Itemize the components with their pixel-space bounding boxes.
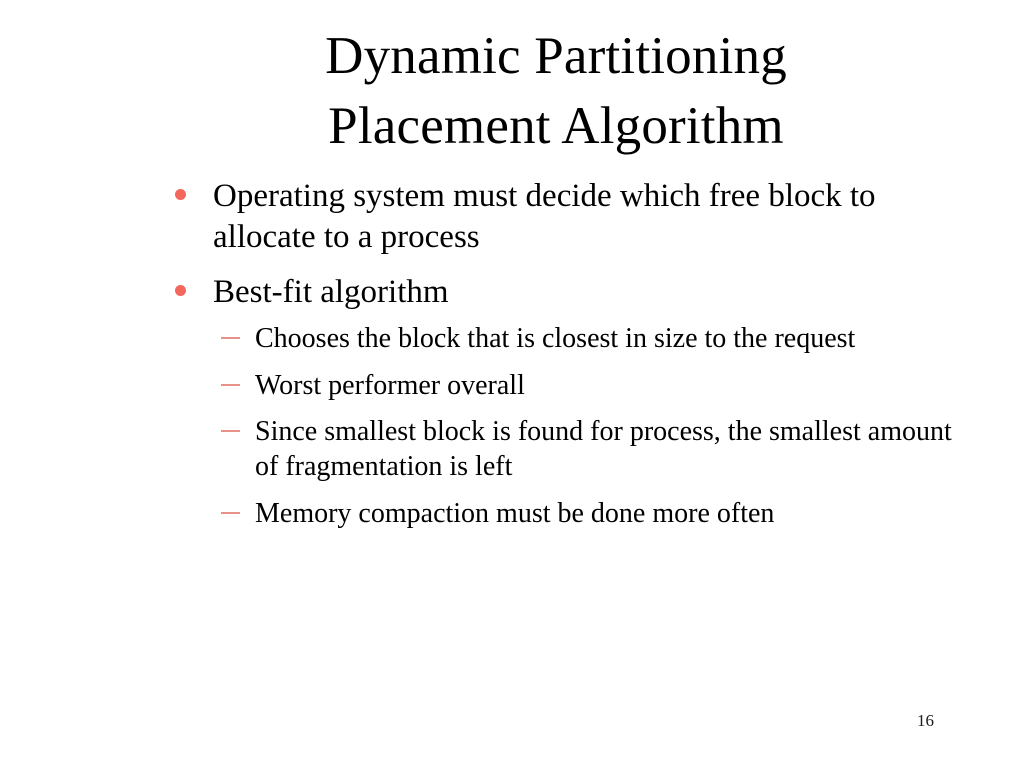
slide-body-content: Operating system must decide which free … <box>0 176 1024 534</box>
bullet-dash-icon <box>221 511 240 514</box>
slide-page-number: 16 <box>917 711 934 730</box>
bullet-dot-icon <box>175 284 186 296</box>
bullet-level2-item: Worst performer overall <box>0 369 1024 404</box>
slide-title-line-2: Placement Algorithm <box>328 96 784 155</box>
slide-title: Dynamic Partitioning Placement Algorithm <box>96 22 1016 162</box>
bullet-level2-text: Memory compaction must be done more ofte… <box>255 497 775 529</box>
slide-title-line-1: Dynamic Partitioning <box>325 27 787 85</box>
bullet-level1-text: Best-fit algorithm <box>213 273 449 310</box>
bullet-level2-item: Chooses the block that is closest in siz… <box>0 322 1024 357</box>
bullet-level2-text: Worst performer overall <box>255 369 525 401</box>
bullet-dash-icon <box>221 337 240 340</box>
bullet-level2-text: Chooses the block that is closest in siz… <box>255 323 856 355</box>
bullet-level1-item: Operating system must decide which free … <box>0 176 1024 258</box>
bullet-level1-text: Operating system must decide which free … <box>213 178 876 255</box>
bullet-level1-item: Best-fit algorithm <box>0 272 1024 313</box>
bullet-dash-icon <box>221 383 240 386</box>
bullet-dot-icon <box>175 189 186 200</box>
bullet-level2-text: Since smallest block is found for proces… <box>255 416 952 482</box>
bullet-dash-icon <box>221 430 240 433</box>
bullet-level2-item: Since smallest block is found for proces… <box>0 415 1024 484</box>
bullet-level2-item: Memory compaction must be done more ofte… <box>0 497 1024 532</box>
